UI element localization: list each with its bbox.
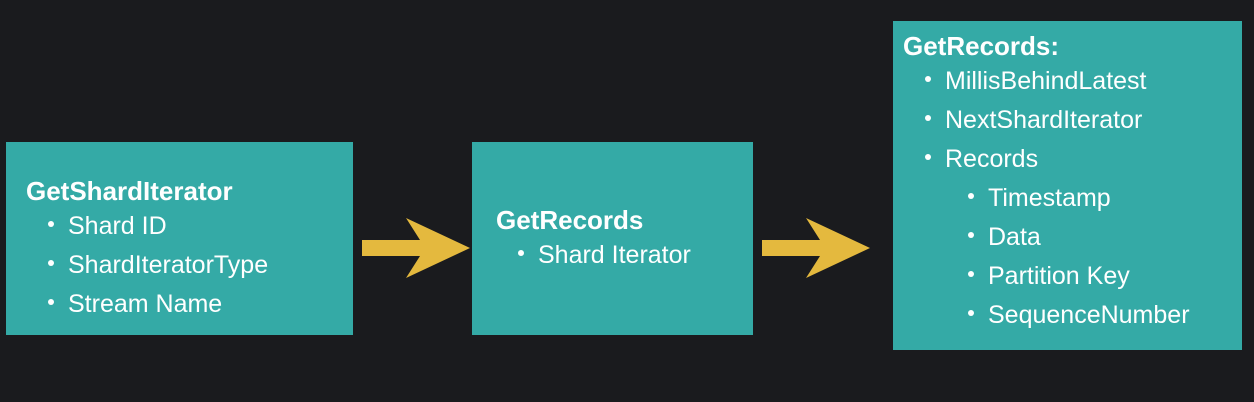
item-label: ShardIteratorType xyxy=(68,251,269,279)
bullet-icon xyxy=(48,221,54,228)
item-label: SequenceNumber xyxy=(988,301,1190,329)
item-label: Partition Key xyxy=(988,262,1130,290)
list-item: Shard Iterator xyxy=(496,236,753,275)
item-label: Shard Iterator xyxy=(538,241,691,269)
bullet-icon xyxy=(968,310,974,317)
item-label: NextShardIterator xyxy=(945,106,1143,134)
right-arrow-icon xyxy=(362,218,470,278)
sub-list-item: SequenceNumber xyxy=(903,296,1242,335)
bullet-icon xyxy=(968,193,974,200)
list-item: MillisBehindLatest xyxy=(903,62,1242,101)
bullet-icon xyxy=(968,271,974,278)
item-label: MillisBehindLatest xyxy=(945,67,1147,95)
list-item: NextShardIterator xyxy=(903,101,1242,140)
sub-list-item: Timestamp xyxy=(903,179,1242,218)
get-shard-iterator-box: GetShardIterator Shard ID ShardIteratorT… xyxy=(6,142,353,335)
bullet-icon xyxy=(925,154,931,161)
item-label: Stream Name xyxy=(68,290,223,318)
list-item: Records xyxy=(903,140,1242,179)
bullet-icon xyxy=(518,250,524,257)
item-label: Records xyxy=(945,145,1039,173)
list-item: ShardIteratorType xyxy=(26,246,353,285)
get-records-response-title: GetRecords: xyxy=(903,31,1060,61)
sub-list-item: Partition Key xyxy=(903,257,1242,296)
bullet-icon xyxy=(925,76,931,83)
get-shard-iterator-title: GetShardIterator xyxy=(26,176,233,206)
bullet-icon xyxy=(968,232,974,239)
get-records-response-box: GetRecords: MillisBehindLatest NextShard… xyxy=(893,21,1242,350)
item-label: Data xyxy=(988,223,1041,251)
bullet-icon xyxy=(48,260,54,267)
item-label: Timestamp xyxy=(988,184,1111,212)
bullet-icon xyxy=(925,115,931,122)
sub-list-item: Data xyxy=(903,218,1242,257)
right-arrow-icon xyxy=(762,218,870,278)
get-records-request-title: GetRecords xyxy=(496,205,644,235)
list-item: Stream Name xyxy=(26,285,353,324)
list-item: Shard ID xyxy=(26,207,353,246)
bullet-icon xyxy=(48,299,54,306)
get-records-request-box: GetRecords Shard Iterator xyxy=(472,142,753,335)
item-label: Shard ID xyxy=(68,212,167,240)
